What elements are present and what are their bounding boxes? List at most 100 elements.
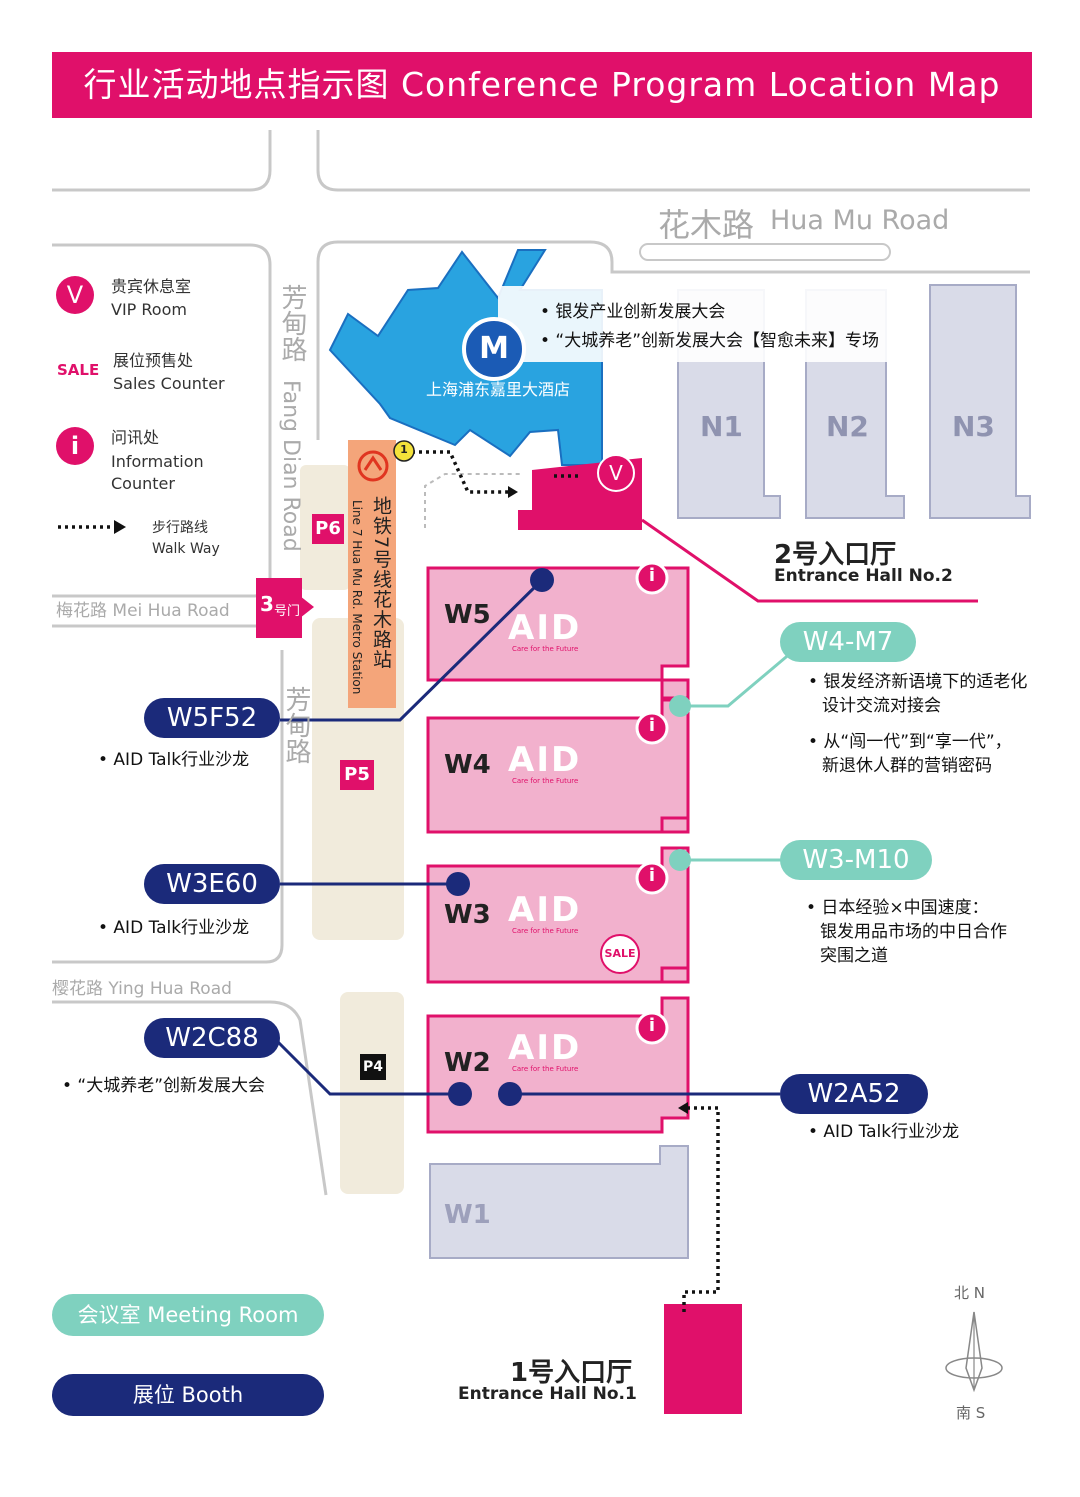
info-glyph-w4: i — [648, 715, 656, 736]
road-median — [639, 243, 891, 261]
hall-w1-label: W1 — [444, 1200, 491, 1230]
metro-exit-number: 1 — [400, 443, 408, 456]
road-fangdian-cn2: 芳甸路 — [281, 686, 311, 764]
hall-n2-label: N2 — [826, 410, 869, 443]
hall-w1 — [429, 1145, 689, 1259]
page-title: 行业活动地点指示图 Conference Program Location Ma… — [52, 52, 1032, 118]
key-booth: 展位 Booth — [52, 1374, 324, 1416]
booth-w3e60-pill[interactable]: W3E60 — [144, 864, 280, 904]
road-outlines — [52, 130, 1030, 1196]
entrance1-cn: 1号入口厅 — [510, 1358, 633, 1388]
parking-p6: P6 — [312, 514, 344, 544]
key-meeting-room: 会议室 Meeting Room — [52, 1294, 324, 1336]
room-w3m10-note-3: 突围之道 — [820, 946, 888, 966]
parking-p5: P5 — [340, 760, 374, 790]
room-w3m10-note-1: • 日本经验×中国速度： — [806, 898, 989, 918]
booth-w2a52-pill[interactable]: W2A52 — [780, 1074, 928, 1114]
metro-station — [348, 440, 396, 708]
legend-sales-cn: 展位预售处 — [113, 351, 194, 370]
compass-south: 南 S — [956, 1404, 986, 1422]
booth-w2a52-note: • AID Talk行业沙龙 — [808, 1122, 960, 1142]
booth-w3e60-note: • AID Talk行业沙龙 — [98, 918, 250, 938]
metro-station-cn: 地铁7号线花木路站 — [370, 496, 392, 670]
west-halls — [426, 566, 690, 1134]
gate3-arrow-icon — [300, 596, 314, 618]
booth-w2c88-note: • “大城养老”创新发展大会 — [62, 1076, 266, 1096]
entrance1-en: Entrance Hall No.1 — [458, 1384, 637, 1404]
metro-icon — [357, 450, 389, 482]
room-w3m10-pill[interactable]: W3-M10 — [780, 840, 932, 880]
booth-dots — [446, 568, 554, 1106]
hotel-event-1: • 银发产业创新发展大会 — [540, 302, 726, 322]
hotel-event-2: • “大城养老”创新发展大会【智愈未来】专场 — [540, 331, 880, 351]
entrance2-cn: 2号入口厅 — [774, 540, 897, 570]
legend-info-en1: Information — [111, 452, 204, 471]
room-w4m7-note-4: 新退休人群的营销密码 — [822, 756, 992, 776]
room-dots — [669, 695, 691, 871]
aid-logo-w2: AID — [508, 1028, 582, 1068]
legend-vip-en: VIP Room — [111, 300, 187, 319]
hall-connectors — [660, 678, 690, 984]
hotel-metro-badge-icon: M — [462, 317, 526, 381]
entrance2-en: Entrance Hall No.2 — [774, 566, 953, 586]
booth-connectors — [276, 578, 780, 1096]
walkway-arrowheads — [114, 486, 688, 1114]
legend-sales-en: Sales Counter — [113, 374, 225, 393]
legend-vip-cn: 贵宾休息室 — [111, 277, 192, 296]
aid-tagline-w4: Care for the Future — [512, 777, 579, 785]
info-glyph-w3: i — [648, 865, 656, 886]
hall-w4-label: W4 — [444, 750, 491, 780]
legend-walk-cn: 步行路线 — [152, 520, 208, 536]
booth-w5f52-note: • AID Talk行业沙龙 — [98, 750, 250, 770]
compass-north: 北 N — [954, 1284, 985, 1302]
room-w4m7-note-2: 设计交流对接会 — [822, 696, 941, 716]
vip-room-icon: V — [597, 454, 635, 492]
info-glyph-w5: i — [648, 565, 656, 586]
gate3-number: 3 — [260, 592, 274, 616]
compass-icon — [945, 1311, 1003, 1393]
room-w4m7-note-1: • 银发经济新语境下的适老化 — [808, 672, 1028, 692]
gate3-label: 号门 — [274, 604, 301, 619]
road-fangdian-cn: 芳甸路 — [277, 284, 307, 362]
room-connectors — [680, 650, 793, 862]
road-huamu-en: Hua Mu Road — [770, 205, 950, 236]
room-w4m7-pill[interactable]: W4-M7 — [780, 622, 916, 662]
vip-icon: V — [56, 276, 94, 314]
entrance2-pointer — [641, 518, 978, 603]
gate3-marker — [256, 578, 302, 638]
hall-w3-label: W3 — [444, 900, 491, 930]
legend-walk-en: Walk Way — [152, 541, 220, 557]
aid-logo-w5: AID — [508, 608, 582, 648]
hotel-name: 上海浦东嘉里大酒店 — [426, 380, 571, 399]
aid-logo-w3: AID — [508, 890, 582, 930]
info-icons — [635, 561, 669, 1045]
road-huamu-cn: 花木路 — [658, 206, 755, 244]
hall-n1-label: N1 — [700, 410, 743, 443]
aid-logo-w4: AID — [508, 740, 582, 780]
info-glyph-w2: i — [648, 1015, 656, 1036]
hall-w5-label: W5 — [444, 600, 491, 630]
road-fangdian-en: Fang Dian Road — [278, 380, 303, 552]
grey-outline — [424, 473, 520, 528]
booth-w5f52-pill[interactable]: W5F52 — [144, 698, 280, 738]
metro-exit-marker — [393, 440, 415, 462]
hall-w2-label: W2 — [444, 1048, 491, 1078]
hall-n3-label: N3 — [952, 410, 995, 443]
legend-info-cn: 问讯处 — [111, 428, 160, 447]
legend-info-en2: Counter — [111, 474, 175, 493]
room-w3m10-note-2: 银发用品市场的中日合作 — [820, 922, 1007, 942]
booth-w2c88-pill[interactable]: W2C88 — [144, 1018, 280, 1058]
aid-tagline-w2: Care for the Future — [512, 1065, 579, 1073]
parking-p4: P4 — [360, 1054, 386, 1080]
road-meihua: 梅花路 Mei Hua Road — [56, 601, 230, 621]
aid-tagline-w5: Care for the Future — [512, 645, 579, 653]
entrance1-building — [664, 1304, 742, 1414]
walkway-paths — [58, 450, 720, 1312]
road-yinghua: 樱花路 Ying Hua Road — [52, 979, 232, 999]
room-w4m7-note-3: • 从“闯一代”到“享一代”， — [808, 732, 1012, 752]
aid-tagline-w3: Care for the Future — [512, 927, 579, 935]
metro-station-en: Line 7 Hua Mu Rd. Metro Station — [350, 500, 364, 695]
hotel-event-box — [498, 286, 908, 362]
